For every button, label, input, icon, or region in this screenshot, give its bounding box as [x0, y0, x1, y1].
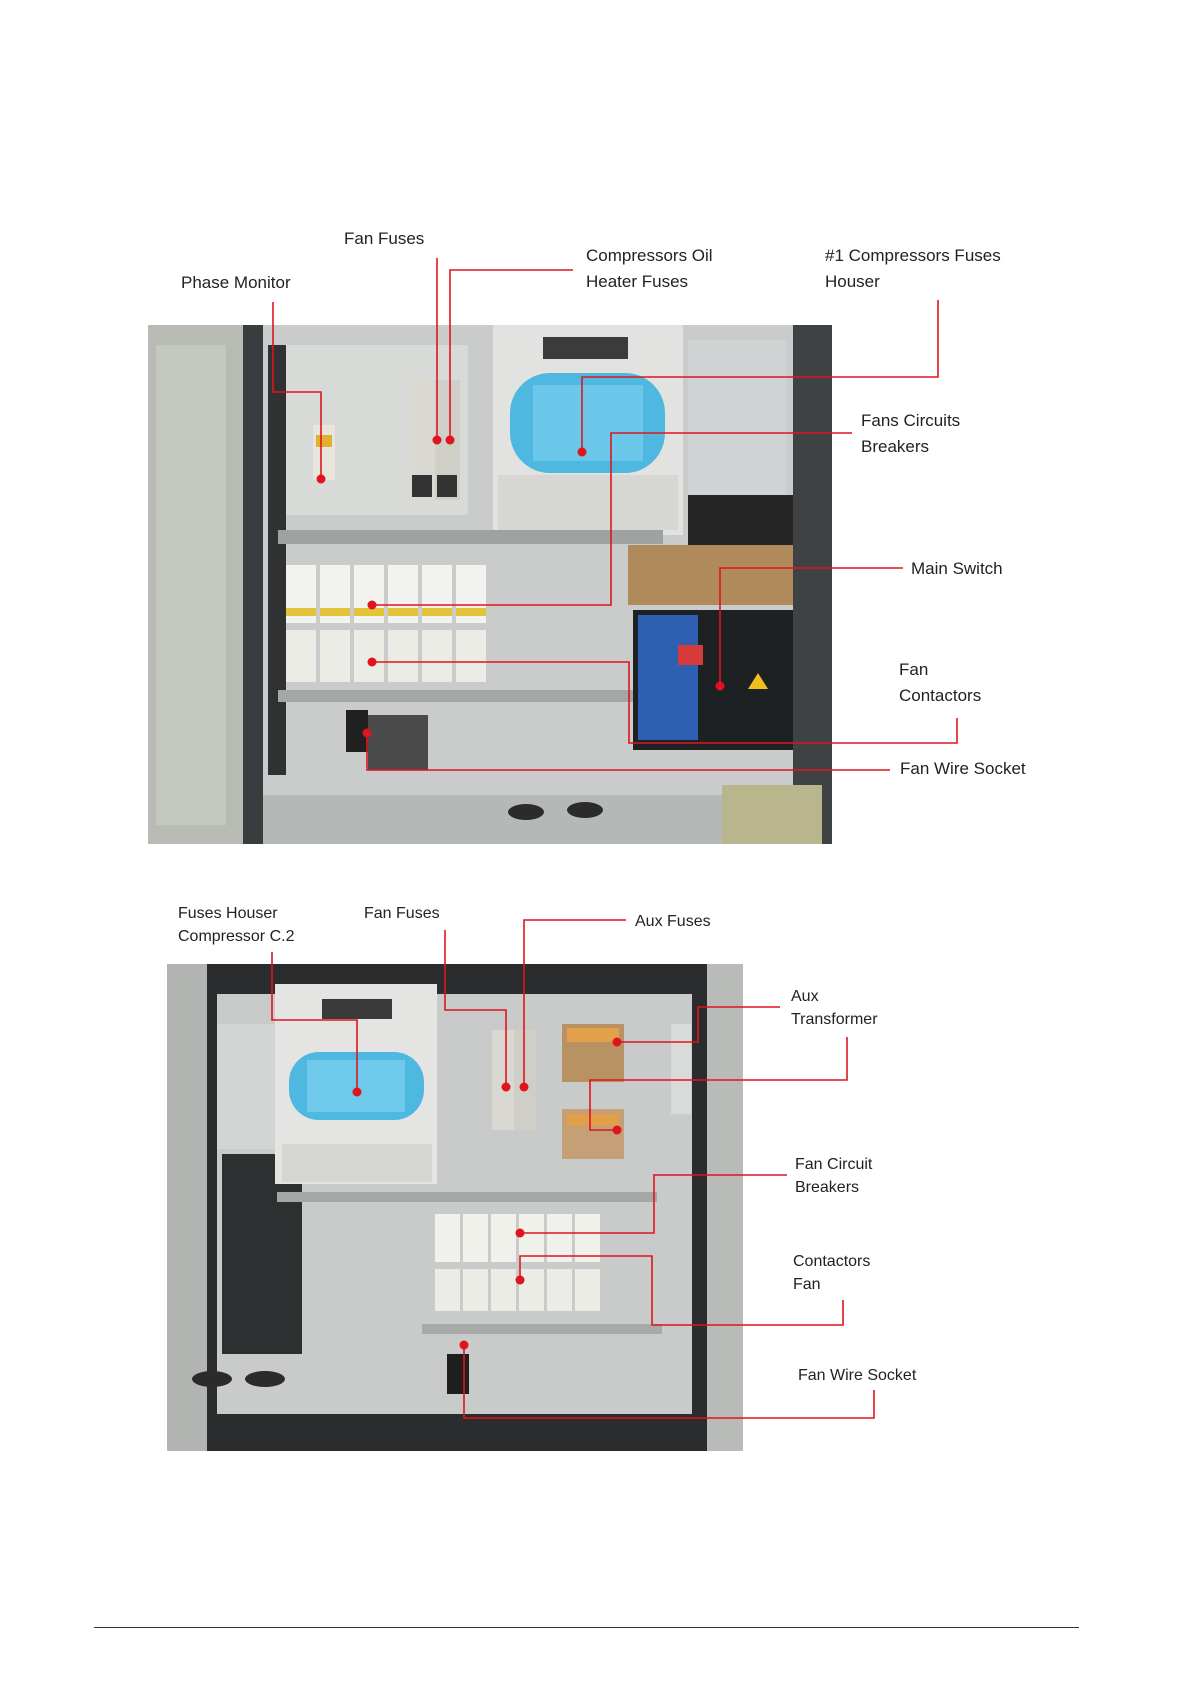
- marker-dot: [578, 448, 587, 457]
- leader-fan-circuit-breakers: [520, 1175, 787, 1233]
- leader-aux-transformer-b: [590, 1037, 847, 1130]
- leader-aux-fuses: [524, 920, 626, 1087]
- leader-fuses-houser-c2: [272, 952, 357, 1092]
- marker-dot: [317, 475, 326, 484]
- footer-rule: [94, 1627, 1079, 1628]
- marker-dot: [613, 1126, 622, 1135]
- leader-fan-fuses-2: [445, 930, 506, 1087]
- marker-dot: [353, 1088, 362, 1097]
- marker-dot: [363, 729, 372, 738]
- leader-fan-wire-socket-2: [464, 1345, 874, 1418]
- leader-phase-monitor: [273, 302, 321, 479]
- marker-dot: [460, 1341, 469, 1350]
- marker-dot: [368, 658, 377, 667]
- marker-dot: [368, 601, 377, 610]
- leader-fan-fuses-b: [450, 270, 573, 440]
- marker-dot: [516, 1229, 525, 1238]
- leader-aux-transformer-a: [617, 1007, 780, 1042]
- marker-dot: [613, 1038, 622, 1047]
- marker-dot: [502, 1083, 511, 1092]
- marker-dot: [433, 436, 442, 445]
- leader-compressor1-houser: [582, 300, 938, 452]
- marker-dot: [516, 1276, 525, 1285]
- marker-dot: [520, 1083, 529, 1092]
- leader-fan-contactors: [372, 662, 957, 743]
- leader-main-switch: [720, 568, 903, 686]
- leader-contactors-fan: [520, 1256, 843, 1325]
- leader-fans-circuits-breakers: [372, 433, 852, 605]
- marker-dot: [716, 682, 725, 691]
- marker-dot: [446, 436, 455, 445]
